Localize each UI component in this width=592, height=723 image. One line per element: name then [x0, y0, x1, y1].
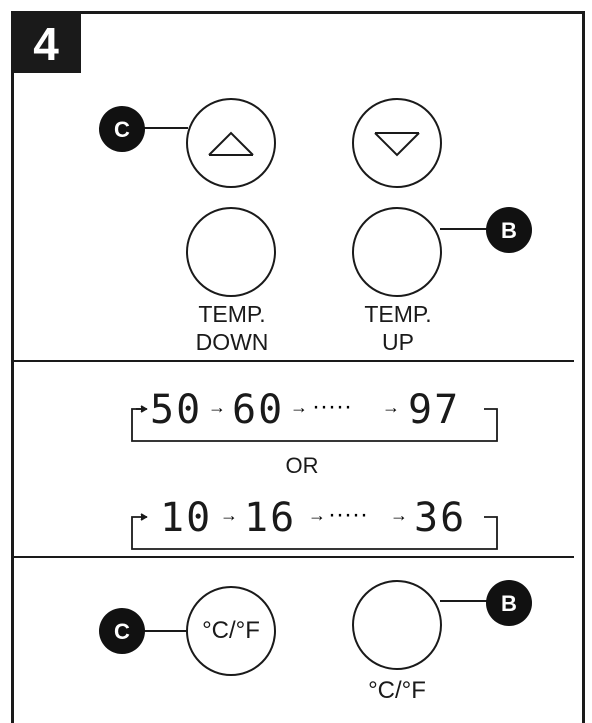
seq-f-next: 60 — [232, 387, 285, 433]
temp-up-label-line2: UP — [382, 329, 414, 355]
section-divider-top — [14, 360, 574, 362]
arrow-icon: → — [382, 397, 400, 417]
callout-b-leader — [440, 228, 488, 230]
unit-toggle-caption: °C/°F — [368, 677, 426, 704]
temp-down-label-line1: TEMP. — [198, 301, 266, 327]
callout-c-leader — [140, 630, 188, 632]
callout-c-badge: C — [99, 106, 145, 152]
arrow-icon: → — [308, 505, 326, 525]
down-arrow-icon — [374, 132, 420, 157]
arrow-icon: → — [220, 505, 238, 525]
step-number: 4 — [11, 11, 81, 73]
section-divider-bottom — [14, 556, 574, 558]
temp-up-label-line1: TEMP. — [364, 301, 432, 327]
unit-toggle-inner-text: °C/°F — [202, 617, 260, 644]
seq-f-dots: ····· — [312, 393, 352, 420]
instruction-panel — [11, 11, 585, 723]
temp-down-button[interactable] — [186, 207, 276, 297]
callout-b-badge: B — [486, 580, 532, 626]
seq-f-end: 97 — [408, 387, 461, 433]
unit-toggle-button-labeled[interactable]: °C/°F — [186, 586, 276, 676]
seq-c-dots: ····· — [328, 501, 368, 528]
temp-down-label-line2: DOWN — [195, 329, 269, 355]
up-arrow-button[interactable] — [186, 98, 276, 188]
unit-toggle-button[interactable] — [352, 580, 442, 670]
seq-f-start: 50 — [150, 387, 203, 433]
callout-c-leader — [140, 127, 188, 129]
fahrenheit-sequence: 50 → 60 → ····· → 97 — [150, 387, 486, 433]
seq-c-end: 36 — [414, 495, 467, 541]
down-arrow-button[interactable] — [352, 98, 442, 188]
celsius-sequence: 10 → 16 → ····· → 36 — [150, 495, 486, 541]
arrow-icon: → — [390, 505, 408, 525]
temp-up-button[interactable] — [352, 207, 442, 297]
temp-up-label: TEMP. UP — [328, 300, 468, 356]
temp-down-label: TEMP. DOWN — [162, 300, 302, 356]
arrow-icon: → — [290, 397, 308, 417]
arrow-icon: → — [208, 397, 226, 417]
or-separator: OR — [285, 453, 319, 478]
seq-c-next: 16 — [244, 495, 297, 541]
callout-c-badge: C — [99, 608, 145, 654]
callout-b-badge: B — [486, 207, 532, 253]
seq-c-start: 10 — [160, 495, 213, 541]
callout-b-leader — [440, 600, 488, 602]
up-arrow-icon — [208, 131, 254, 156]
